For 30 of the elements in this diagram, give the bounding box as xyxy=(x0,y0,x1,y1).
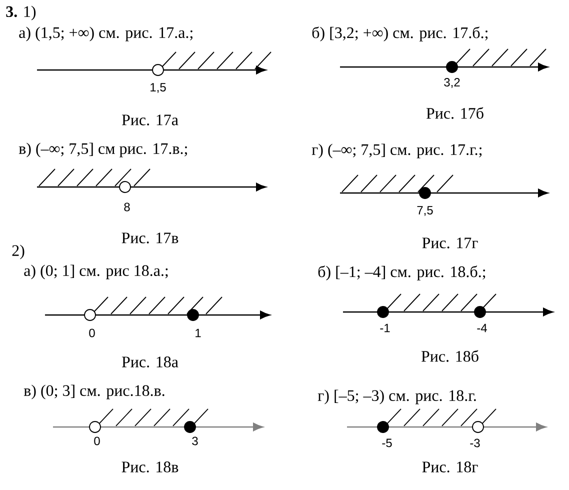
tick-label: 0 xyxy=(89,328,95,338)
task-number: 3. 1) xyxy=(6,6,36,20)
figure-caption: Рис. 17в xyxy=(122,232,178,244)
figure-caption: Рис. 18г xyxy=(422,462,478,472)
tick-label: -5 xyxy=(382,438,392,448)
tick-label: 0 xyxy=(94,436,100,446)
tick-label: 3,2 xyxy=(444,78,460,88)
interval-text: г) (–∞; 7,5] см. рис. 17.г.; xyxy=(312,144,482,158)
interval-text: а) (1,5; +∞) см. рис. 17.а.; xyxy=(19,26,192,42)
task-number: 2) xyxy=(12,244,24,260)
interval-text: б) [–1; –4] см. рис. 18.б.; xyxy=(318,266,486,280)
figure-caption: Рис. 18б xyxy=(421,350,478,362)
interval-text: в) (–∞; 7,5] см рис. 17.в.; xyxy=(18,142,187,158)
tick-label: -1 xyxy=(380,324,390,332)
interval-text: г) [–5; –3) см. рис. 18.г. xyxy=(318,390,476,404)
figure-caption: Рис. 17г xyxy=(422,238,478,248)
tick-label: 7,5 xyxy=(417,206,433,216)
figure-caption: Рис. 17а xyxy=(122,114,178,126)
figure-caption: Рис. 18в xyxy=(122,462,178,472)
tick-label: -3 xyxy=(470,438,480,448)
tick-label: 3 xyxy=(192,436,198,446)
interval-text: б) [3,2; +∞) см. рис. 17.б.; xyxy=(312,26,488,42)
figure-caption: Рис. 18а xyxy=(122,356,178,368)
tick-label: 1,5 xyxy=(150,83,166,93)
tick-label: -4 xyxy=(477,324,487,332)
figure-caption: Рис. 17б xyxy=(426,107,484,119)
interval-text: а) (0; 1] см. рис 18.а.; xyxy=(24,264,168,280)
tick-label: 1 xyxy=(196,328,201,338)
tick-label: 8 xyxy=(124,202,130,212)
interval-text: в) (0; 3] см. рис.18.в. xyxy=(24,384,164,400)
